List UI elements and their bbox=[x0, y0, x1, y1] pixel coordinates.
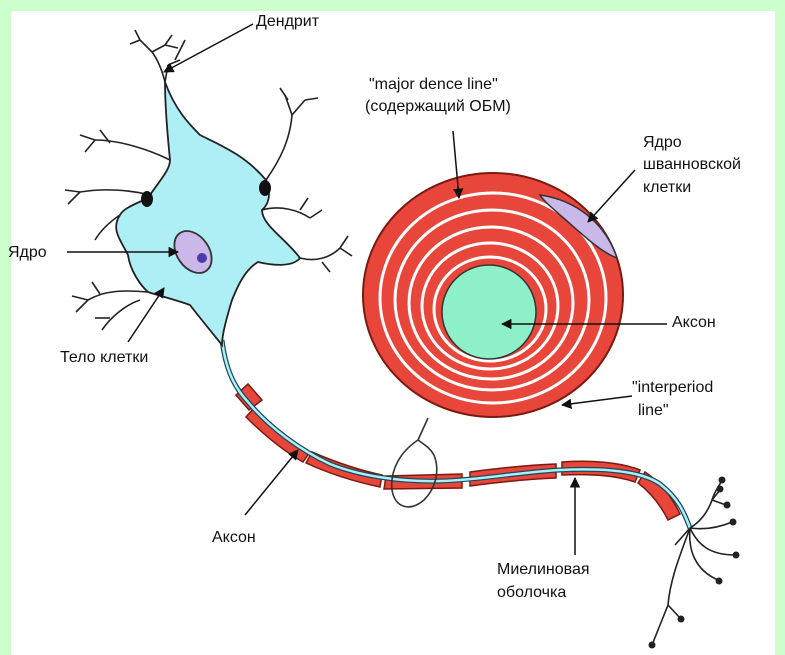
label-axon-left: Аксон bbox=[212, 528, 256, 548]
label-major-line-2: (содержащий ОБМ) bbox=[365, 97, 511, 117]
myelin-segment-2 bbox=[246, 408, 310, 462]
pointer-interperiod bbox=[562, 396, 632, 405]
label-major-line-1: "major dence line" bbox=[369, 75, 498, 95]
label-nucleus: Ядро bbox=[8, 243, 47, 263]
label-interperiod-1: "interperiod bbox=[632, 378, 713, 398]
label-myelin-2: оболочка bbox=[497, 583, 566, 603]
label-cell-body: Тело клетки bbox=[60, 348, 148, 368]
soma-dot-left bbox=[141, 191, 153, 207]
label-schwann-1: Ядро bbox=[643, 133, 682, 153]
label-interperiod-2: line" bbox=[638, 401, 669, 421]
myelin-cross-section bbox=[363, 173, 623, 417]
label-myelin-1: Миелиновая bbox=[497, 560, 590, 580]
pointer-axon-left bbox=[245, 450, 298, 515]
cell-body bbox=[116, 82, 300, 345]
section-link-loop bbox=[392, 440, 437, 507]
pointer-schwann bbox=[588, 170, 635, 222]
pointer-cell-body bbox=[128, 288, 164, 342]
nucleolus bbox=[197, 253, 207, 263]
label-dendrite: Дендрит bbox=[256, 12, 319, 32]
soma-dot-right bbox=[259, 180, 271, 196]
label-schwann-3: клетки bbox=[643, 178, 691, 198]
label-axon-right: Аксон bbox=[672, 313, 716, 333]
axon-core bbox=[442, 265, 536, 359]
label-schwann-2: шванновской bbox=[643, 155, 741, 175]
